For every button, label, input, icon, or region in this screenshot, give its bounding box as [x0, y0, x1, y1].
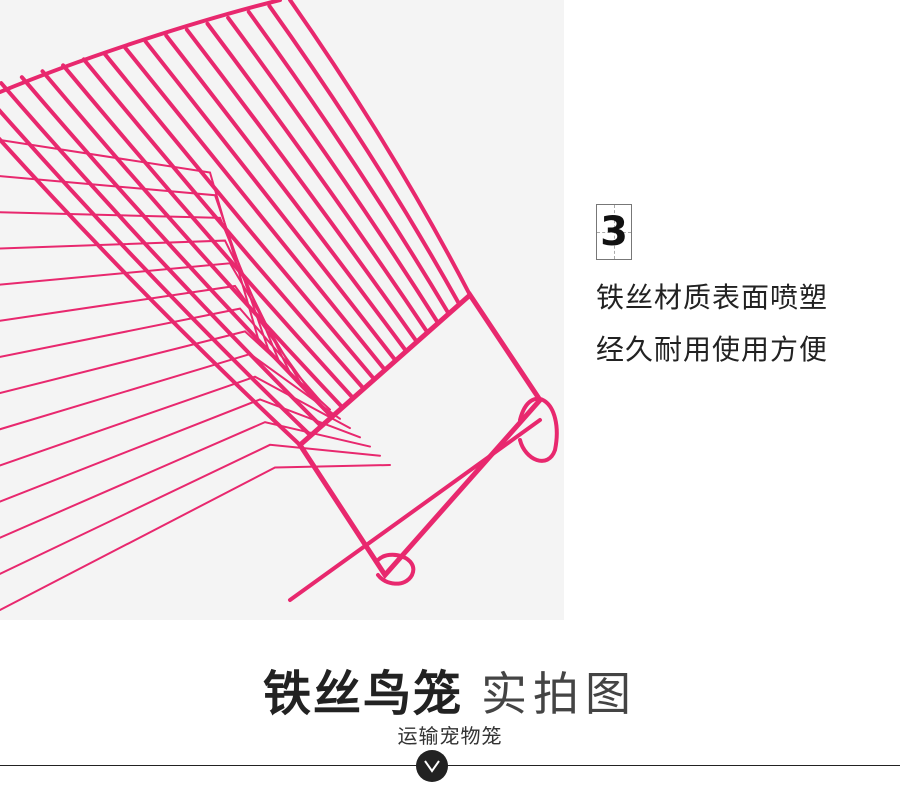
product-photo [0, 0, 564, 620]
cage-rung [0, 464, 391, 611]
cage-bar [0, 108, 313, 438]
cage-rung [0, 330, 331, 411]
cage-bar [40, 69, 345, 410]
cage-handle-bottom [376, 552, 416, 586]
divider-line [0, 765, 900, 766]
cage-rung [0, 375, 351, 467]
section-title: 铁丝鸟笼实拍图 [0, 654, 900, 724]
cage-bar [205, 21, 430, 335]
feature-line-2: 经久耐用使用方便 [596, 333, 829, 366]
cage-top-ring [0, 0, 282, 94]
cage-bars [0, 0, 472, 447]
cage-rung [0, 307, 321, 402]
cage-handle-right [518, 396, 559, 463]
feature-callout: 3 铁丝材质表面喷塑 经久耐用使用方便 [596, 204, 828, 368]
cage-bottom-frame [296, 291, 544, 580]
cage-rung [0, 262, 301, 383]
cage-bar [164, 33, 409, 354]
cage-bar [226, 15, 441, 326]
section-subtitle: 运输宠物笼 [397, 724, 503, 748]
down-chevron-badge [416, 750, 448, 782]
cage-bar [61, 63, 356, 401]
feature-line-1: 铁丝材质表面喷塑 [596, 281, 829, 314]
cage-rung [0, 175, 271, 356]
cage-rung [0, 398, 361, 503]
cage-rung [0, 421, 371, 539]
cage-base-edge [288, 418, 542, 602]
cage-bar [0, 81, 324, 429]
cage-bar [184, 27, 419, 344]
cage-bar [102, 51, 377, 382]
feature-number: 3 [600, 209, 628, 255]
cage-rung [0, 352, 341, 431]
cage-rungs [0, 139, 391, 611]
cage-rung [0, 284, 311, 393]
cage-bar [143, 39, 398, 363]
down-chevron-icon [424, 760, 440, 773]
cage-bar [246, 9, 451, 316]
title-light: 实拍图 [481, 667, 637, 721]
cage-bar [288, 0, 472, 297]
feature-number-box: 3 [596, 204, 632, 260]
pink-wire-birdcage-image [0, 0, 559, 611]
cage-rung [0, 443, 381, 575]
cage-bar [123, 45, 387, 372]
title-bold: 铁丝鸟笼 [262, 666, 463, 722]
cage-bar [267, 3, 462, 307]
